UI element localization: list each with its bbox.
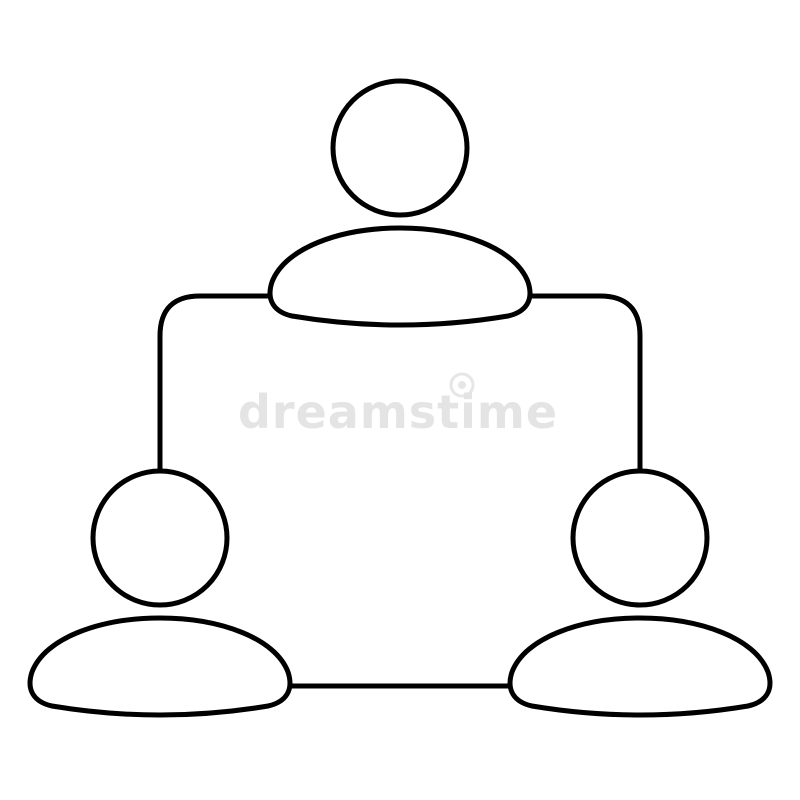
connections xyxy=(157,293,643,689)
person-bottom-left-head xyxy=(90,468,230,608)
person-top-icon xyxy=(267,78,533,328)
person-top-body xyxy=(267,225,533,328)
watermark: dreamstime xyxy=(238,372,558,439)
person-bottom-right-head xyxy=(570,468,710,608)
connector-top-right xyxy=(525,293,643,473)
person-bottom-left-body xyxy=(27,615,293,718)
person-bottom-left-icon xyxy=(27,468,293,718)
watermark-text: dreamstime xyxy=(238,385,558,439)
dreamstime-logo-icon xyxy=(449,372,475,398)
person-bottom-right-icon xyxy=(507,468,773,718)
person-bottom-right-body xyxy=(507,615,773,718)
connector-top-left xyxy=(157,293,275,473)
person-top-head xyxy=(330,78,470,218)
